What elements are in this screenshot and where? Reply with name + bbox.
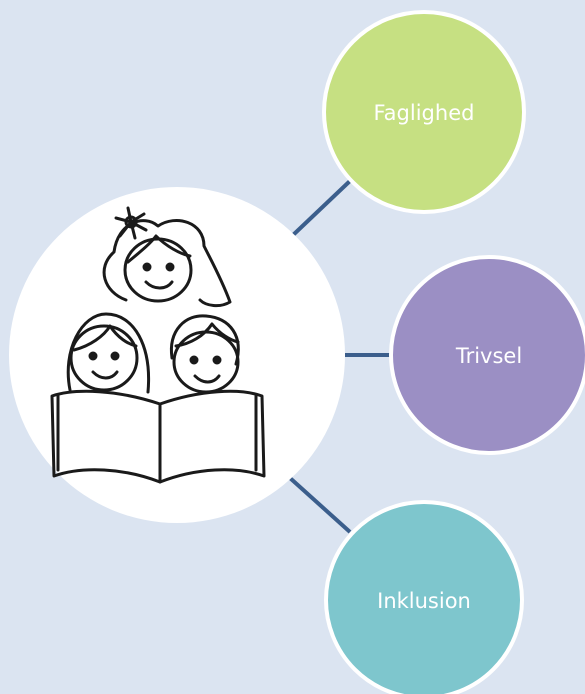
node-inklusion-circle: [324, 500, 524, 694]
connector-inklusion: [288, 476, 352, 534]
node-faglighed: Faglighed: [322, 10, 526, 214]
children-reading-book-icon: [50, 206, 266, 484]
node-trivsel: Trivsel: [389, 255, 585, 455]
hub-circle: [9, 187, 345, 523]
node-trivsel-label: Trivsel: [455, 344, 522, 368]
node-inklusion-label: Inklusion: [377, 589, 471, 613]
node-faglighed-circle: [322, 10, 526, 214]
node-trivsel-circle: [389, 255, 585, 455]
node-faglighed-label: Faglighed: [374, 101, 475, 125]
connector-faglighed: [290, 178, 353, 238]
node-inklusion: Inklusion: [324, 500, 524, 694]
